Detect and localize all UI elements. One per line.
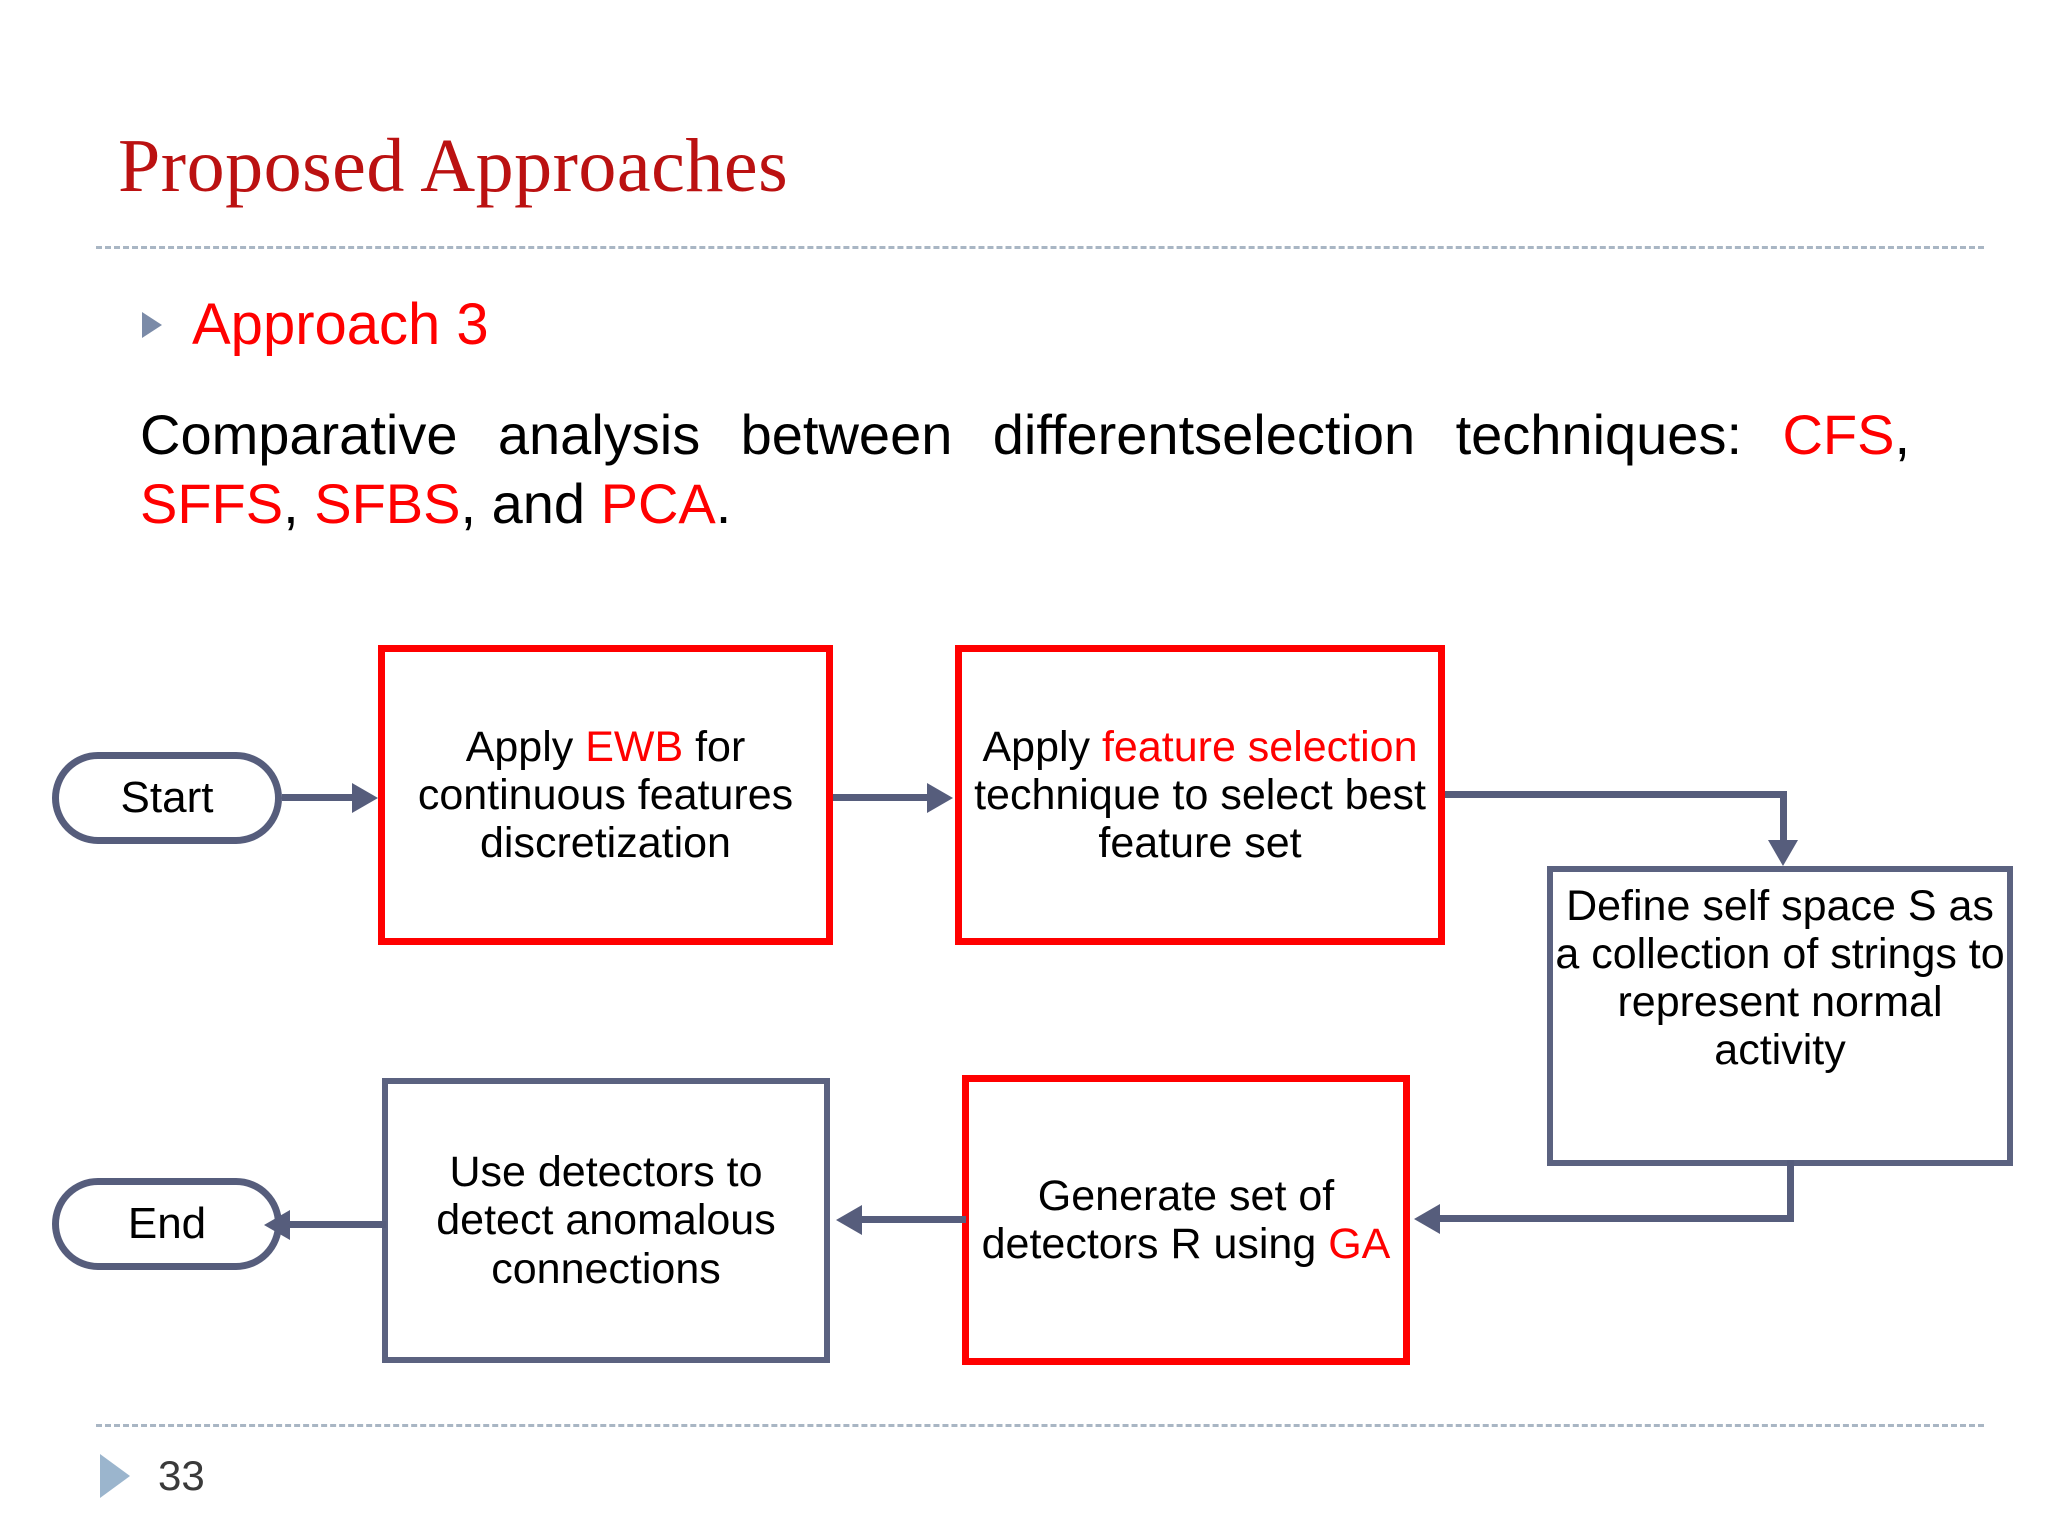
- edge-fs-to-selfspace-horizontal: [1445, 791, 1787, 798]
- edge-detect-to-end: [290, 1221, 386, 1228]
- edge-ewb-to-fs-arrowhead: [927, 783, 953, 813]
- footer-triangle-icon: [100, 1454, 130, 1498]
- flow-node-define-self-space-text: Define self space S as a collection of s…: [1555, 882, 2005, 1075]
- footer: 33: [100, 1452, 205, 1500]
- edge-start-to-ewb-arrowhead: [352, 783, 378, 813]
- body-period: .: [715, 472, 732, 536]
- ewb-text-pre: Apply: [465, 722, 586, 771]
- page-title: Proposed Approaches: [118, 124, 789, 208]
- ga-text-pre: Generate set of detectors R using: [981, 1171, 1335, 1268]
- fs-text-pre: Apply: [982, 722, 1102, 771]
- bullet-approach-label: Approach 3: [192, 292, 489, 357]
- flow-node-start[interactable]: Start: [52, 752, 282, 844]
- title-divider: [96, 246, 1984, 249]
- flow-node-start-label: Start: [120, 773, 214, 823]
- edge-selfspace-to-ga-horizontal: [1440, 1215, 1794, 1222]
- flow-node-end[interactable]: End: [52, 1178, 282, 1270]
- flow-node-use-detectors[interactable]: Use detectors to detect anomalous connec…: [382, 1078, 830, 1363]
- edge-fs-to-selfspace-vertical: [1780, 791, 1787, 841]
- body-line-1: Comparative analysis between different: [140, 403, 1195, 466]
- fs-text-post: technique to select best feature set: [974, 770, 1426, 868]
- edge-fs-to-selfspace-arrowhead: [1768, 840, 1798, 866]
- ga-keyword: GA: [1328, 1220, 1391, 1268]
- edge-selfspace-to-ga-vertical: [1787, 1160, 1794, 1222]
- triangle-bullet-icon: [142, 312, 162, 338]
- edge-ga-to-detect-arrowhead: [836, 1205, 862, 1235]
- edge-start-to-ewb: [282, 794, 354, 801]
- technique-sffs: SFFS: [140, 472, 284, 536]
- flow-node-generate-detectors-text: Generate set of detectors R using GA: [969, 1172, 1403, 1268]
- technique-pca: PCA: [600, 472, 716, 536]
- technique-cfs: CFS: [1782, 403, 1895, 466]
- flow-node-apply-ewb-text: Apply EWB for continuous features discre…: [385, 723, 826, 867]
- body-paragraph: Comparative analysis between differentse…: [140, 400, 1910, 539]
- technique-sfbs: SFBS: [314, 472, 461, 536]
- flow-node-feature-selection[interactable]: Apply feature selection technique to sel…: [955, 645, 1445, 945]
- flow-node-feature-selection-text: Apply feature selection technique to sel…: [962, 723, 1438, 867]
- flow-node-use-detectors-text: Use detectors to detect anomalous connec…: [436, 1148, 776, 1293]
- flow-node-define-self-space[interactable]: Define self space S as a collection of s…: [1547, 866, 2013, 1166]
- ewb-keyword: EWB: [585, 722, 684, 771]
- body-sep-2: ,: [283, 472, 315, 536]
- edge-ewb-to-fs: [833, 794, 929, 801]
- flow-node-generate-detectors[interactable]: Generate set of detectors R using GA: [962, 1075, 1410, 1365]
- ewb-text-post: for continuous features discretization: [417, 722, 794, 868]
- footer-divider: [96, 1424, 1984, 1427]
- flow-node-apply-ewb[interactable]: Apply EWB for continuous features discre…: [378, 645, 833, 945]
- fs-keyword: feature selection: [1101, 722, 1418, 771]
- edge-ga-to-detect: [862, 1216, 966, 1223]
- body-sep-1: ,: [1894, 403, 1910, 466]
- bullet-approach-row: Approach 3: [142, 296, 489, 354]
- page-number: 33: [158, 1452, 205, 1499]
- body-line-2-prefix: selection techniques:: [1194, 403, 1783, 466]
- edge-selfspace-to-ga-arrowhead: [1414, 1204, 1440, 1234]
- body-conjunction: , and: [460, 472, 601, 536]
- flow-node-end-label: End: [127, 1199, 207, 1249]
